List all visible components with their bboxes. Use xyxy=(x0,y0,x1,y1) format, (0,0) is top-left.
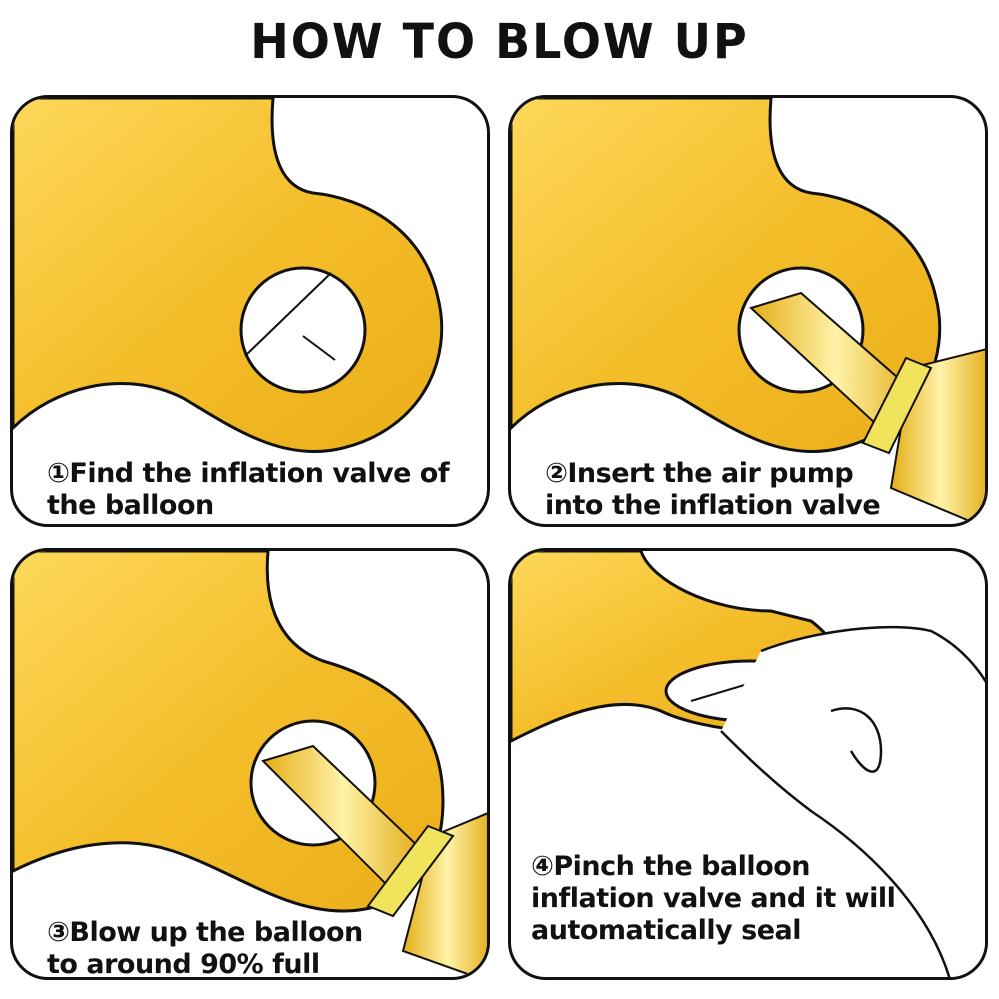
step-text: automatically seal xyxy=(531,915,802,946)
step-3-panel: ③Blow up the balloon to around 90% full xyxy=(10,548,490,980)
step-text: Blow up the balloon xyxy=(69,917,363,948)
step-text: into the inflation valve xyxy=(545,490,881,521)
pump-insert-illustration xyxy=(511,98,985,524)
step-text: the balloon xyxy=(47,490,214,521)
step-text: inflation valve and it will xyxy=(531,883,896,914)
step-1-panel: ①Find the inflation valve of the balloon xyxy=(10,95,490,527)
step-text: Pinch the balloon xyxy=(553,851,810,882)
step-4-panel: ④Pinch the balloon inflation valve and i… xyxy=(508,548,988,980)
valve-opening xyxy=(239,266,367,394)
step-text: to around 90% full xyxy=(47,949,320,980)
step-text: Insert the air pump xyxy=(567,458,854,489)
page-title: HOW TO BLOW UP xyxy=(250,12,749,70)
step-2-panel: ②Insert the air pump into the inflation … xyxy=(508,95,988,527)
step-number: ① xyxy=(47,458,70,489)
step-number: ② xyxy=(545,458,568,489)
balloon-valve-illustration xyxy=(13,98,444,454)
step-number: ③ xyxy=(47,917,70,948)
blow-up-illustration xyxy=(13,551,487,977)
pump-ring xyxy=(861,356,933,455)
step-number: ④ xyxy=(531,851,554,882)
pinch-seal-illustration xyxy=(511,551,985,977)
step-text: Find the inflation valve of xyxy=(69,458,450,489)
arrow-icon xyxy=(302,335,336,361)
hand xyxy=(720,625,985,977)
